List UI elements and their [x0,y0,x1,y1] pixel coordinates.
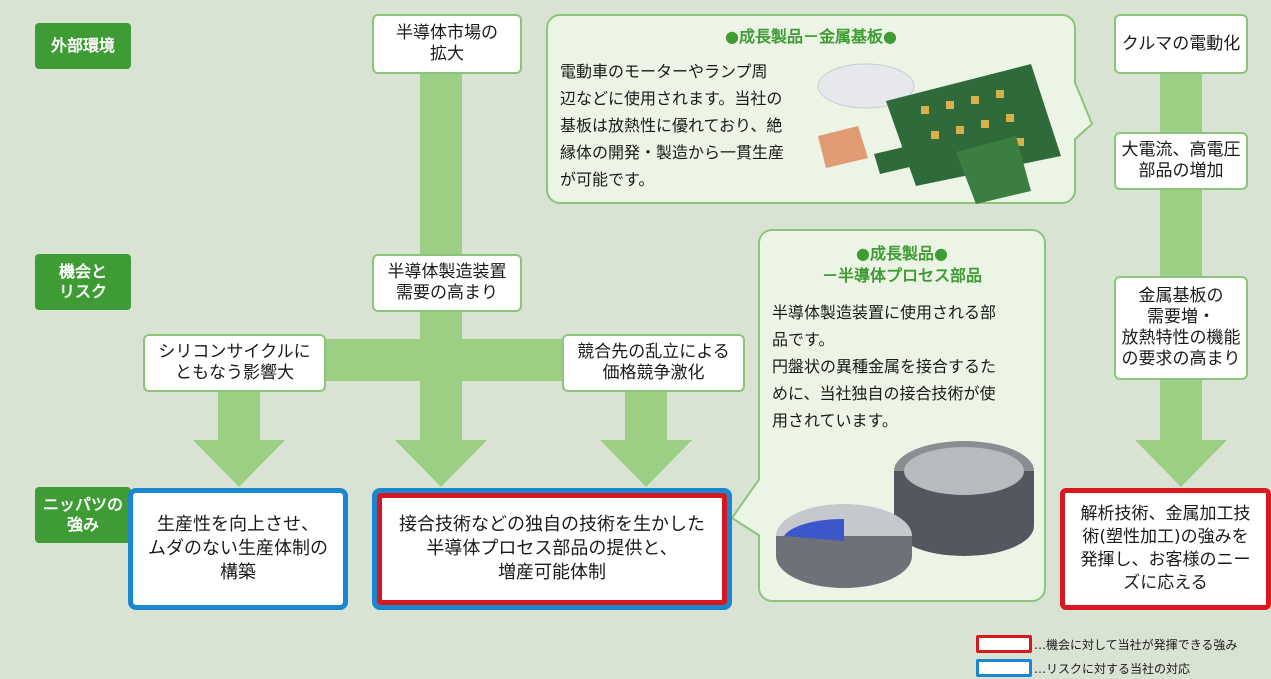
center-arrow-head [395,440,487,487]
legend-red-label: …機会に対して当社が発揮できる強み [1034,638,1238,652]
strength-analysis: 解析技術、金属加工技 術(塑性加工)の強みを 発揮し、お客様のニー ズに応える [1060,488,1271,610]
callout-metal-board: ●成長製品－金属基板● 電動車のモーターやランプ周 辺などに使用されます。当社の… [546,14,1076,204]
right-arrow-head [600,440,692,487]
box-high-current: 大電流、高電圧 部品の増加 [1114,132,1248,190]
ev-arrow-head [1135,440,1227,487]
callout-metal-board-pointer [1074,80,1094,141]
callout-semi-process-pointer [732,478,760,537]
callout-semi-process-title-2: －半導体プロセス部品 [821,266,982,285]
metal-board-photo [817,63,1061,204]
box-metal-demand: 金属基板の 需要増・ 放熱特性の機能 の要求の高まり [1114,276,1248,380]
legend-blue-swatch [976,659,1032,677]
box-silicon-cycle: シリコンサイクルに ともなう影響大 [143,334,326,392]
box-ev: クルマの電動化 [1114,14,1248,74]
semi-process-photo [776,441,1034,588]
box-semi-market: 半導体市場の 拡大 [372,14,522,74]
row-label-opportunity-risk: 機会と リスク [35,254,131,310]
legend-red-swatch [976,635,1032,653]
strength-joining-text: 接合技術などの独自の技術を生かした 半導体プロセス部品の提供と、 増産可能体制 [377,493,727,605]
callout-metal-board-body: 電動車のモーターやランプ周 辺などに使用されます。当社の 基板は放熱性に優れてお… [560,62,785,189]
callout-semi-process-body: 半導体製造装置に使用される部 品です。 円盤状の異種金属を接合するた めに、当社… [772,303,997,430]
box-competition: 競合先の乱立による 価格競争激化 [562,334,745,392]
strength-productivity: 生産性を向上させ、 ムダのない生産体制の 構築 [128,488,348,610]
legend-blue-label: …リスクに対する当社の対応 [1034,662,1191,676]
ev-arrow-shaft [1160,72,1202,442]
strength-joining-technology: 接合技術などの独自の技術を生かした 半導体プロセス部品の提供と、 増産可能体制 [372,488,732,610]
callout-metal-board-title: ●成長製品－金属基板● [725,27,897,46]
row-label-external: 外部環境 [35,23,131,69]
callout-semi-process: ●成長製品● －半導体プロセス部品 半導体製造装置に使用される部 品です。 円盤… [758,229,1046,602]
row-label-strength: ニッパツの 強み [35,487,131,543]
left-arrow-head [193,440,285,487]
callout-semi-process-title-1: ●成長製品● [856,244,948,263]
box-semi-equipment: 半導体製造装置 需要の高まり [372,254,522,312]
